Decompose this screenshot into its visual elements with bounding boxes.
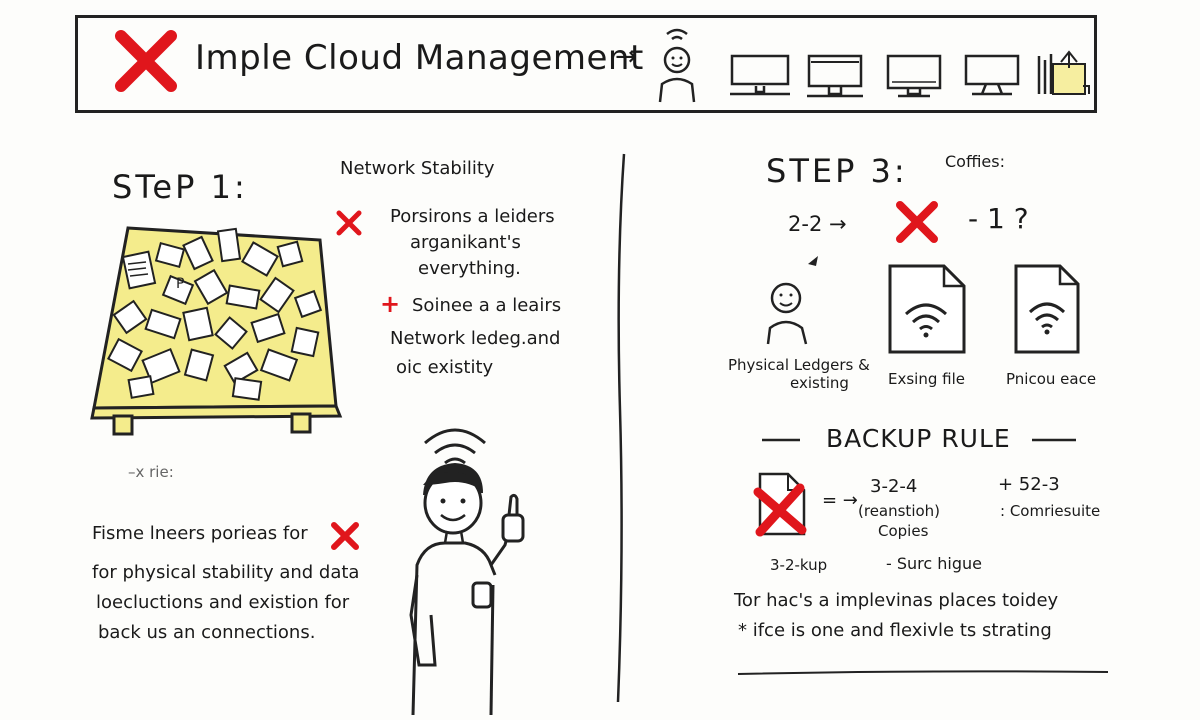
point2-line2: Network ledeg.and (390, 328, 561, 349)
messy-desk-illustration: P (90, 226, 343, 436)
person-wifi-icon (658, 28, 696, 103)
label-person-line2: existing (790, 374, 849, 392)
monitor-icon (807, 54, 863, 98)
wifi-file-icon (1014, 264, 1080, 354)
label-file2: Pnicou eace (1006, 370, 1097, 388)
plus-icon: + (380, 290, 401, 318)
underline-rule (737, 670, 1109, 675)
label-file1: Exsing file (888, 370, 965, 388)
red-x-icon (115, 30, 177, 92)
column-divider (616, 153, 626, 703)
sub-right: - Surc higue (886, 554, 982, 573)
bottom-line-2: for physical stability and data (92, 562, 360, 583)
step1-heading: STeP 1: (112, 168, 248, 206)
backup-rule-lines (762, 438, 1076, 442)
network-stability-title: Network Stability (340, 158, 495, 179)
sub-left: 3-2-kup (770, 556, 828, 574)
point1-line1: Porsirons a leiders (390, 206, 555, 227)
folder-files-icon (1037, 50, 1090, 95)
rule-arrow: = → (822, 490, 858, 511)
step3-heading: STEP 3: (766, 152, 908, 190)
thumbs-up-person-illustration (409, 428, 525, 716)
rule-mid-line3: Copies (878, 522, 929, 540)
step3-bottom-line1: Tor hac's a implevinas places toidey (734, 590, 1059, 611)
svg-text:P: P (176, 276, 184, 292)
point2-line3: oic existity (396, 357, 494, 378)
label-person-line1: Physical Ledgers & (728, 356, 870, 374)
wifi-file-icon (888, 264, 966, 354)
bottom-line-4: back us an connections. (98, 622, 316, 643)
coffies-label: Coffies: (945, 152, 1005, 171)
monitor-icon (964, 54, 1020, 96)
red-x-icon (336, 210, 362, 236)
monitor-icon (730, 54, 790, 96)
banner-arrow: → (615, 42, 637, 72)
flow-left: 2-2 → (788, 212, 847, 236)
step3-bottom-line2: * ifce is one and flexivle ts strating (738, 620, 1052, 641)
banner-title: Imple Cloud Management (195, 38, 644, 78)
crossed-file-icon (753, 472, 807, 537)
point1-line3: everything. (418, 258, 521, 279)
red-x-icon (896, 201, 938, 243)
small-note: –x rie: (128, 463, 174, 481)
flow-right: - 1 ? (968, 202, 1029, 235)
bottom-line-3: loecluctions and existion for (96, 592, 350, 613)
backup-rule-title: BACKUP RULE (826, 424, 1011, 453)
monitor-icon (886, 54, 942, 98)
point1-line2: arganikant's (410, 232, 521, 253)
red-x-icon (331, 522, 359, 550)
rule-right-line2: : Comriesuite (1000, 502, 1101, 520)
rule-mid-line1: 3-2-4 (870, 476, 918, 497)
rule-right-line1: + 52-3 (998, 474, 1060, 495)
bottom-line-1: Fisme lneers porieas for (92, 523, 308, 544)
person-icon (766, 256, 818, 345)
title-banner (75, 15, 1097, 113)
rule-mid-line2: (reanstioh) (858, 502, 941, 520)
point2-line1: Soinee a a leairs (412, 295, 562, 316)
